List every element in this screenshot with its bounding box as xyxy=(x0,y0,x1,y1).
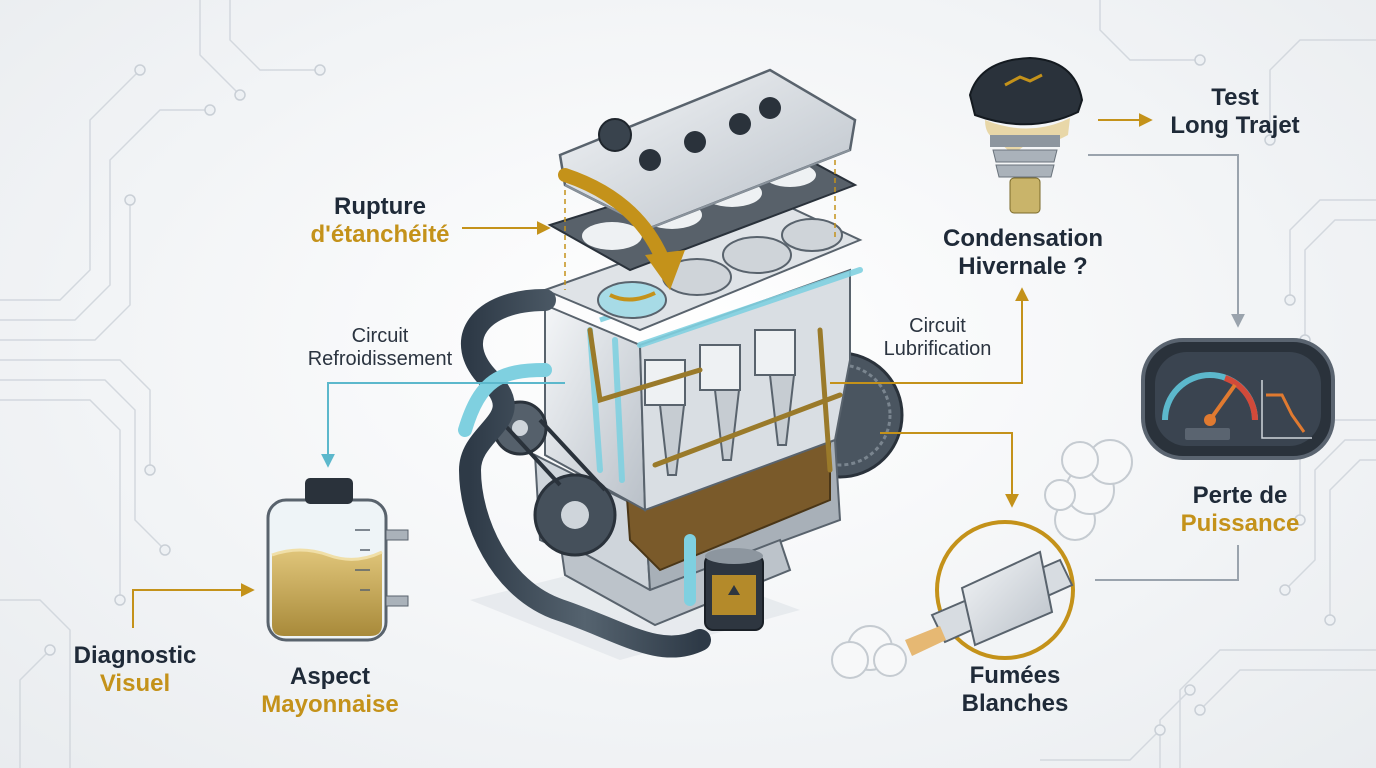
label-circuit-refroidissement: Circuit Refroidissement xyxy=(285,325,475,371)
label-test: Test Long Trajet xyxy=(1150,84,1320,139)
oil-filler-cap xyxy=(598,118,632,152)
label-fumees-blanches: Fumées Blanches xyxy=(940,662,1090,717)
label-circuit-lubrification-line1: Circuit xyxy=(909,315,966,337)
label-circuit-lubrification: Circuit Lubrification xyxy=(865,315,1010,361)
label-circuit-refroidissement-line2: Refroidissement xyxy=(307,348,453,370)
oil-filter xyxy=(704,548,764,631)
label-diagnostic-line2: Visuel xyxy=(99,669,171,697)
label-perte-line1: Perte de xyxy=(1192,482,1288,509)
label-fumees-line2: Blanches xyxy=(961,689,1069,717)
label-condensation-line1: Condensation xyxy=(943,225,1103,252)
smoke-cloud xyxy=(831,439,1133,679)
coolant-reservoir-illustration xyxy=(266,478,409,642)
label-fumees-line1: Fumées xyxy=(969,662,1061,689)
label-circuit-lubrification-line2: Lubrification xyxy=(883,338,992,360)
label-condensation: Condensation Hivernale ? xyxy=(928,225,1118,280)
label-rupture-line2: d'étanchéité xyxy=(310,220,450,248)
gauge-illustration xyxy=(1141,338,1335,460)
exhaust-illustration xyxy=(831,439,1133,679)
engine-illustration xyxy=(458,68,904,660)
label-rupture-line1: Rupture xyxy=(334,193,426,220)
coolant-hose xyxy=(458,289,711,658)
valve-cover-caps xyxy=(639,97,781,171)
oil-cap-illustration xyxy=(968,56,1084,214)
focus-circle xyxy=(935,520,1075,660)
label-circuit-refroidissement-line1: Circuit xyxy=(351,325,409,347)
label-perte-line2: Puissance xyxy=(1180,509,1300,537)
label-test-line1: Test xyxy=(1211,84,1259,111)
label-diagnostic-visuel: Diagnostic Visuel xyxy=(55,642,215,697)
label-aspect-mayonnaise: Aspect Mayonnaise xyxy=(240,663,420,718)
label-diagnostic-line1: Diagnostic xyxy=(73,642,197,669)
label-perte-puissance: Perte de Puissance xyxy=(1160,482,1320,537)
label-rupture: Rupture d'étanchéité xyxy=(290,193,470,248)
circuit-node-decoration xyxy=(44,54,1336,736)
label-aspect-line2: Mayonnaise xyxy=(261,690,399,718)
label-aspect-line1: Aspect xyxy=(289,663,371,690)
label-test-line2: Long Trajet xyxy=(1170,111,1300,139)
label-condensation-line2: Hivernale ? xyxy=(958,252,1088,280)
connector-lines xyxy=(132,113,1245,628)
oil-channel xyxy=(587,327,843,473)
leak-arrow xyxy=(558,168,672,272)
